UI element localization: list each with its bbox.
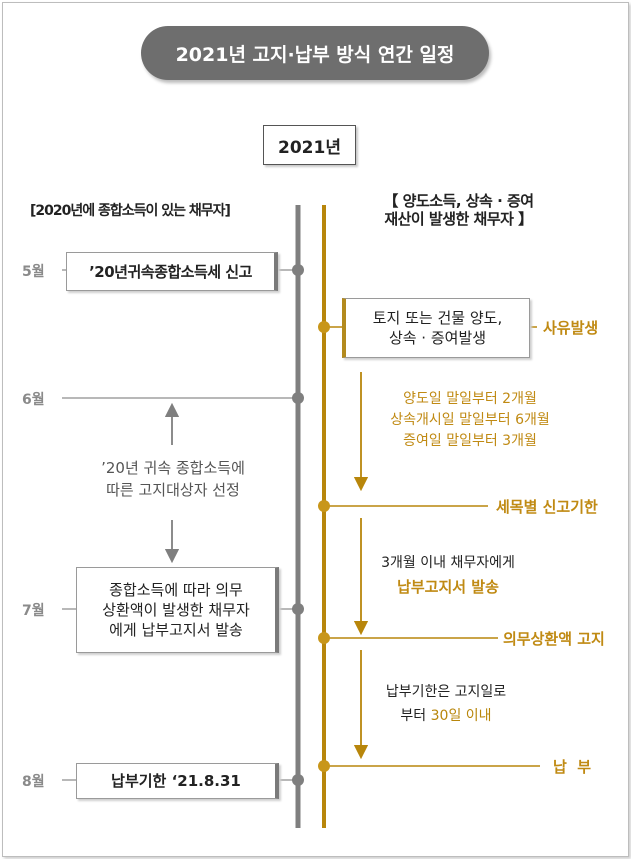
event-line-2: 상속 · 증여발생: [388, 329, 487, 347]
selection-text-line-1: ’20년 귀속 종합소득에: [101, 459, 245, 477]
august-dot: [292, 774, 304, 786]
month-august: 8월: [22, 774, 45, 790]
right-column-header: 【 양도소득, 상속 · 증여 재산이 발생한 채무자 】: [346, 192, 571, 228]
may-dot: [292, 264, 304, 276]
period-text: 양도일 말일부터 2개월 상속개시일 말일부터 6개월 증여일 말일부터 3개월: [370, 389, 570, 452]
right-header-line-2: 재산이 발생한 채무자 】: [384, 210, 533, 228]
event-dot: [318, 321, 330, 333]
notice-line-2: 상환액이 발생한 채무자: [102, 601, 250, 619]
payment-text-from: 부터: [400, 708, 427, 724]
month-july: 7월: [22, 603, 45, 619]
period-line-1: 양도일 말일부터 2개월: [403, 391, 537, 407]
selection-text: ’20년 귀속 종합소득에 따른 고지대상자 선정: [88, 457, 258, 501]
left-column-header: [2020년에 종합소득이 있는 채무자]: [30, 203, 231, 219]
filing-dot: [318, 500, 330, 512]
event-occurrence-box: 토지 또는 건물 양도, 상속 · 증여발생: [342, 298, 530, 358]
notice-text: 3개월 이내 채무자에게 납부고지서 발송: [368, 551, 528, 599]
notice-send-box: 종합소득에 따라 의무 상환액이 발생한 채무자 에게 납부고지서 발송: [76, 567, 279, 653]
payment-text-days: 30일: [430, 708, 462, 724]
notice-line-3: 에게 납부고지서 발송: [109, 621, 243, 639]
payment-text-line-1: 납부기한은 고지일로: [385, 684, 507, 700]
right-header-line-1: 【 양도소득, 상속 · 증여: [383, 192, 534, 210]
notice-text-line-1: 3개월 이내 채무자에게: [381, 555, 515, 571]
event-line-1: 토지 또는 건물 양도,: [372, 309, 503, 327]
notice-dot: [318, 632, 330, 644]
month-may: 5월: [22, 264, 45, 280]
payment-label: 납 부: [553, 758, 592, 776]
payment-dot: [318, 760, 330, 772]
payment-deadline-box: 납부기한 ‘21.8.31: [76, 763, 279, 799]
notice-label: 의무상환액 고지: [503, 630, 605, 648]
filing-deadline-label: 세목별 신고기한: [496, 498, 598, 516]
july-dot: [292, 603, 304, 615]
payment-text: 납부기한은 고지일로 부터 30일 이내: [366, 680, 526, 728]
payment-text-line-2: 부터 30일 이내: [366, 704, 526, 728]
month-june: 6월: [22, 392, 45, 408]
june-dot: [292, 392, 304, 404]
year-label: 2021년: [263, 125, 356, 165]
period-line-3: 증여일 말일부터 3개월: [403, 433, 537, 449]
selection-text-line-2: 따른 고지대상자 선정: [106, 481, 240, 499]
period-line-2: 상속개시일 말일부터 6개월: [390, 412, 550, 428]
event-label: 사유발생: [543, 319, 599, 337]
page-title: 2021년 고지·납부 방식 연간 일정: [141, 26, 489, 80]
notice-line-1: 종합소득에 따라 의무: [109, 581, 243, 599]
notice-text-line-2: 납부고지서 발송: [397, 578, 499, 596]
income-tax-filing-box: ’20년귀속종합소득세 신고: [66, 252, 278, 291]
payment-text-within: 이내: [465, 708, 492, 724]
